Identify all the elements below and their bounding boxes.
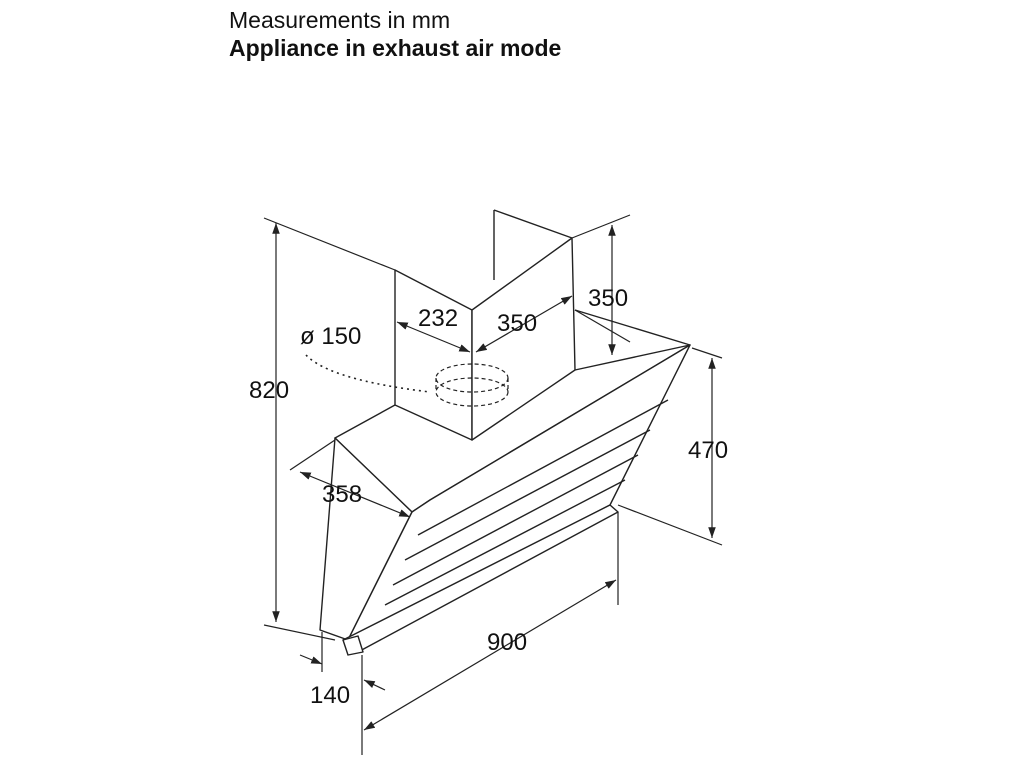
duct-diameter-label: ø 150 [300,323,361,350]
hood-width-label: 900 [487,629,527,656]
front-panel [347,344,691,641]
front-depth-label: 140 [310,682,350,709]
chimney-back [493,209,573,239]
control-block [342,635,364,656]
total-height-label: 820 [249,377,289,404]
header: Measurements in mm Appliance in exhaust … [229,6,561,62]
hood-outline [319,309,691,656]
chimney-height-label: 350 [588,285,628,312]
chimney-width-label: 232 [418,305,458,332]
duct-opening [435,363,509,407]
diameter-leader [305,354,431,393]
dimension-lines [263,214,723,755]
mode-title: Appliance in exhaust air mode [229,35,562,61]
hood-depth-label: 358 [322,481,362,508]
measurements-caption: Measurements in mm [229,7,451,33]
hood-height-label: 470 [688,437,728,464]
chimney-depth-label: 350 [497,310,537,337]
